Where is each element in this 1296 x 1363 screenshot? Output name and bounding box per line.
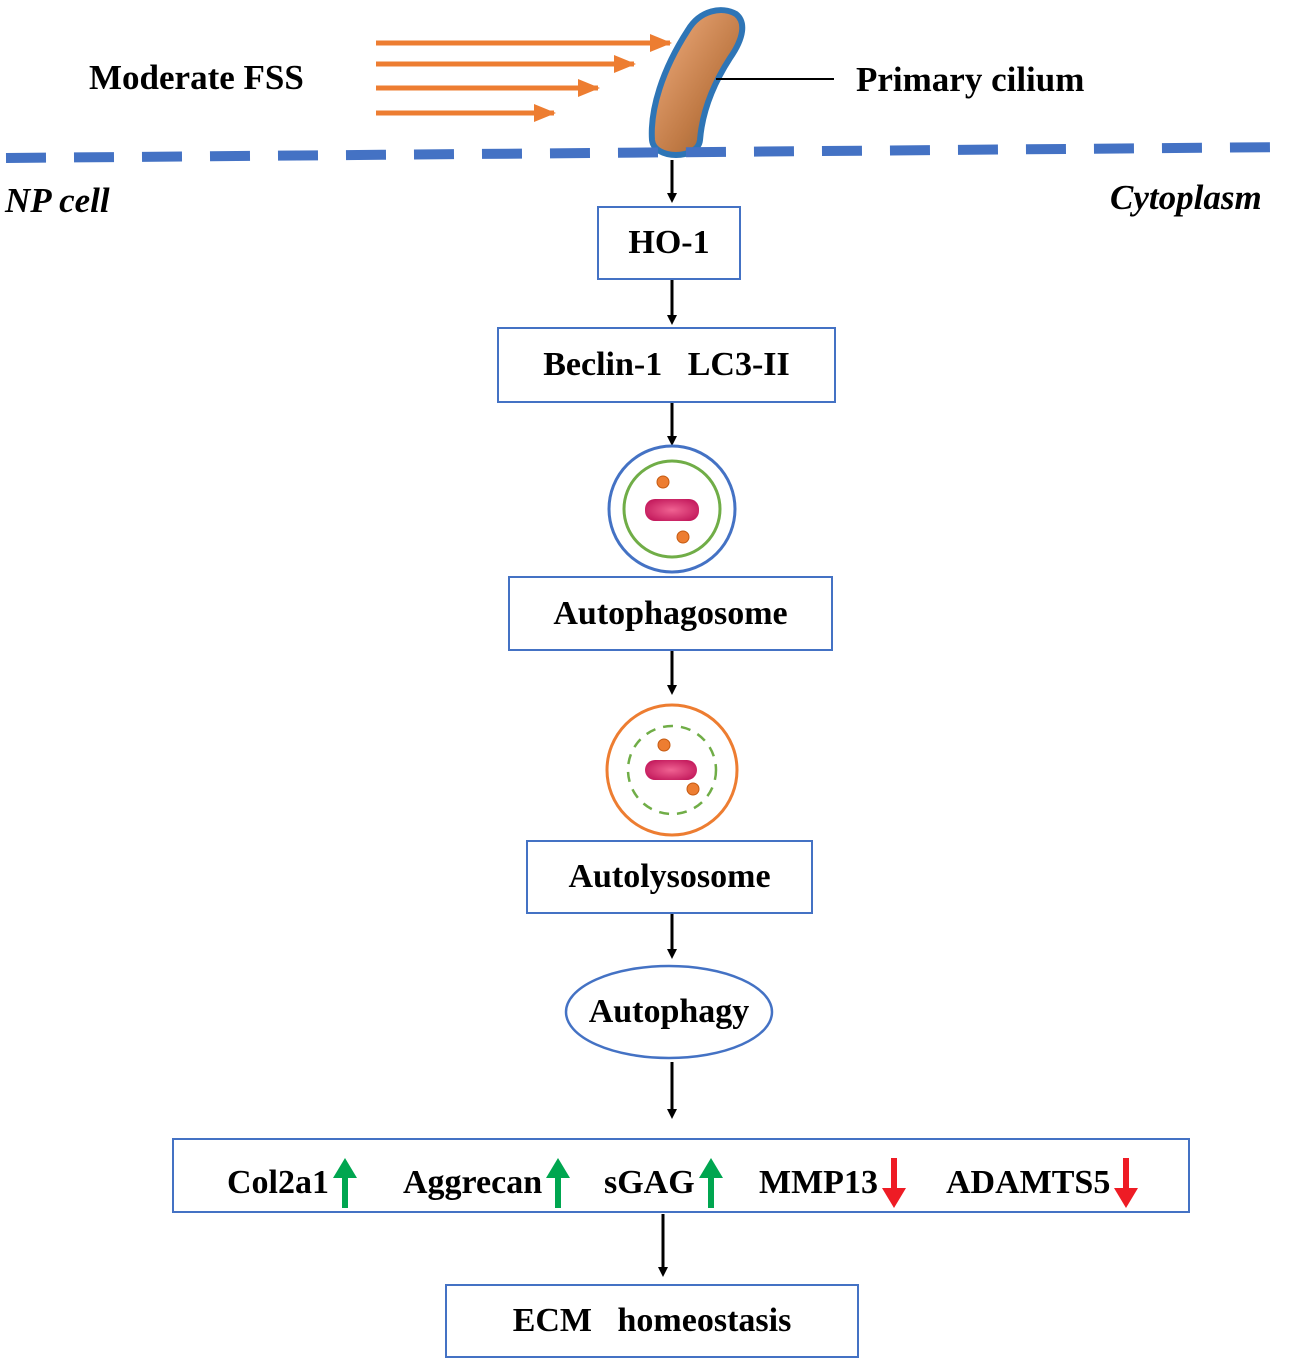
ecm-homeostasis-box: ECM homeostasis [445, 1284, 859, 1358]
down-arrow-icon [1114, 1158, 1139, 1208]
ho1-box: HO-1 [597, 206, 741, 280]
down-arrow-icon [881, 1158, 906, 1208]
marker-label: sGAG [604, 1164, 695, 1201]
marker-label: ADAMTS5 [946, 1164, 1111, 1201]
autolysosome-illustration [605, 703, 739, 837]
marker-label: Col2a1 [227, 1164, 329, 1201]
mitochondrion-icon [645, 760, 697, 780]
marker-label: Aggrecan [403, 1164, 543, 1201]
beclin-lc3-box: Beclin-1 LC3-II [497, 327, 836, 403]
autolysosome-box: Autolysosome [526, 840, 813, 914]
cytoplasm-label: Cytoplasm [1110, 178, 1262, 217]
autophagy-ellipse [564, 964, 774, 1060]
moderate-fss-label: Moderate FSS [89, 58, 304, 97]
autophagosome-box: Autophagosome [508, 576, 833, 651]
autophagosome-illustration [607, 444, 737, 574]
up-arrow-icon [546, 1158, 571, 1208]
ecm-markers-box: Col2a1 Aggrecan sGAG MMP13 ADAMTS5 [172, 1138, 1190, 1213]
marker-sgag: sGAG [604, 1158, 723, 1208]
marker-label: MMP13 [759, 1164, 878, 1201]
pathway-arrows [658, 160, 677, 1277]
np-cell-label: NP cell [5, 181, 110, 220]
up-arrow-icon [698, 1158, 723, 1208]
primary-cilium-icon [648, 7, 746, 158]
marker-adamts5: ADAMTS5 [946, 1158, 1139, 1208]
cell-membrane [5, 142, 1295, 163]
marker-aggrecan: Aggrecan [403, 1158, 571, 1208]
fluid-shear-stress-arrows [376, 34, 672, 122]
autophagy-label: Autophagy [588, 993, 750, 1030]
up-arrow-icon [333, 1158, 357, 1208]
primary-cilium-label: Primary cilium [856, 60, 1085, 99]
marker-col2a1: Col2a1 [227, 1158, 357, 1208]
mitochondrion-icon [645, 499, 699, 521]
marker-mmp13: MMP13 [759, 1158, 906, 1208]
